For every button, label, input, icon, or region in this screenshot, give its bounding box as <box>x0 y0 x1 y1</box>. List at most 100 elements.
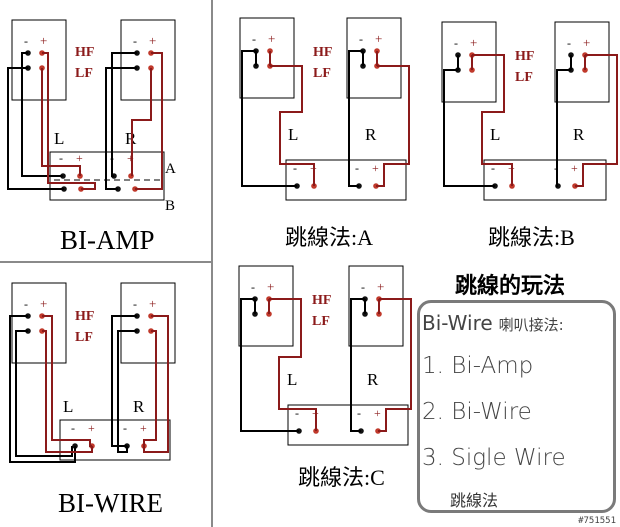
watermark: #751551 <box>578 516 616 526</box>
legend-item-single-wire: 3. Sigle Wire <box>422 445 566 471</box>
wire-lf-minus-right <box>117 330 137 453</box>
terminal-plus-label: + <box>40 33 47 48</box>
terminal-plus-label: + <box>40 296 47 311</box>
wire-minus-right <box>348 50 363 187</box>
amp-minus-label-right: - <box>355 161 359 175</box>
amp-plus-label-right: + <box>372 161 379 175</box>
channel-left-label: L <box>490 125 500 144</box>
hf-label: HF <box>515 49 534 64</box>
wire-lf-plus-left <box>42 52 96 190</box>
terminal-minus-label: - <box>567 36 571 50</box>
lf-label: LF <box>515 70 533 85</box>
speaker-cabinet-right <box>346 17 402 99</box>
wire-lf-minus-left <box>21 52 63 177</box>
amp-plus-label-right: + <box>571 161 578 175</box>
speaker-cabinet-right <box>120 282 176 364</box>
terminal-minus-label: - <box>251 280 255 294</box>
speaker-cabinet-left <box>11 19 67 101</box>
amp-minus-label-left: - <box>295 406 299 420</box>
wire-minus-right <box>556 69 571 187</box>
amp-minus-label-left: - <box>491 161 495 175</box>
terminal-plus-label: + <box>375 31 382 46</box>
amp-minus-label-right: - <box>123 421 127 435</box>
lf-label: LF <box>312 314 330 329</box>
caption-bi-wire: BI-WIRE <box>58 488 163 518</box>
wire-lf-plus-left <box>42 330 93 453</box>
amp-minus-label-left: - <box>71 421 75 435</box>
terminal-minus-label: - <box>252 32 256 46</box>
terminal-plus-label: + <box>470 35 477 50</box>
lf-label: LF <box>75 66 93 81</box>
page-title: 跳線的玩法 <box>455 273 566 298</box>
amp-plus-label-right-a: + <box>127 151 134 165</box>
terminal-plus-label: + <box>267 279 274 294</box>
terminal-plus-label: + <box>583 35 590 50</box>
amplifier-box <box>285 159 407 201</box>
hf-label: HF <box>312 293 331 308</box>
caption-jumper-c: 跳線法:C <box>298 465 385 490</box>
hf-label: HF <box>313 45 332 60</box>
wire-plus-left <box>270 65 315 186</box>
speaker-cabinet-right <box>348 265 404 347</box>
caption-jumper-b: 跳線法:B <box>488 225 575 250</box>
channel-right-label: R <box>367 370 379 389</box>
wire-lf-minus-right <box>111 52 137 177</box>
terminal-plus-label: + <box>268 31 275 46</box>
caption-bi-amp: BI-AMP <box>60 225 155 255</box>
speaker-cabinet-right <box>554 21 610 103</box>
legend-footer: 跳線法 <box>450 491 499 510</box>
wire-hf-minus-left <box>7 67 64 190</box>
wire-minus-left <box>241 50 297 187</box>
speaker-cabinet-left <box>11 282 67 364</box>
amp-b-label: B <box>165 198 175 214</box>
terminal-minus-label: - <box>24 34 28 48</box>
wire-plus-left <box>269 298 317 431</box>
channel-right-label: R <box>133 397 145 416</box>
speaker-cabinet-left <box>238 265 294 347</box>
channel-left-label: L <box>287 370 297 389</box>
wire-lf-plus-right <box>143 330 157 446</box>
wire-hf-plus-right <box>143 315 169 453</box>
lf-label: LF <box>75 330 93 345</box>
speaker-cabinet-left <box>441 21 497 103</box>
amp-plus-label-left: + <box>88 421 95 435</box>
terminal-minus-label: - <box>133 297 137 311</box>
terminal-minus-label: - <box>24 297 28 311</box>
terminal-minus-label: - <box>454 36 458 50</box>
amp-minus-label-right: - <box>357 406 361 420</box>
wire-hf-plus-left <box>41 68 81 176</box>
wire-hf-minus-left <box>9 315 76 463</box>
hf-label: HF <box>75 45 94 60</box>
wire-minus-left <box>240 298 299 432</box>
wire-plus-left <box>472 54 513 186</box>
wire-plus-right <box>378 298 412 432</box>
legend-item-bi-wire: 2. Bi-Wire <box>422 399 532 425</box>
amp-a-label: A <box>165 161 176 177</box>
terminal-minus-label: - <box>361 280 365 294</box>
amp-plus-label-left-a: + <box>76 151 83 165</box>
channel-left-label: L <box>54 129 64 148</box>
amplifier-box <box>483 159 607 201</box>
legend-item-bi-amp: 1. Bi-Amp <box>422 353 534 379</box>
lf-label: LF <box>313 66 331 81</box>
caption-jumper-a: 跳線法:A <box>285 225 374 250</box>
channel-left-label: L <box>63 397 73 416</box>
amp-minus-label-left-a: - <box>59 151 63 165</box>
speaker-cabinet-left <box>239 17 295 99</box>
hf-label: HF <box>75 309 94 324</box>
wire-hf-plus-right <box>131 68 152 176</box>
channel-left-label: L <box>288 125 298 144</box>
speaker-cabinet-right <box>120 19 176 101</box>
channel-right-label: R <box>573 125 585 144</box>
wire-plus-right <box>376 65 410 187</box>
terminal-minus-label: - <box>133 34 137 48</box>
wire-minus-left <box>443 69 495 187</box>
amplifier-box <box>287 404 409 446</box>
